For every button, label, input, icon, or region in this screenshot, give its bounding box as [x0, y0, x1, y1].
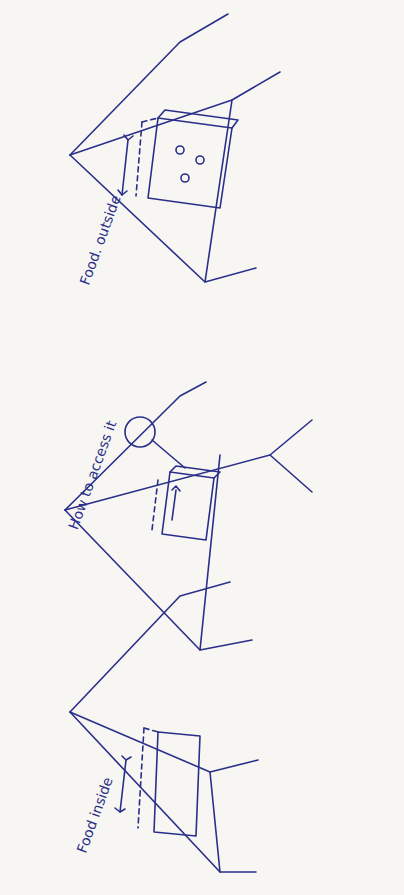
sketch-access	[65, 382, 312, 650]
panel-caption: Food. outside	[76, 193, 123, 287]
panel-caption: Food inside	[74, 775, 116, 855]
panel-caption: How to access it	[65, 418, 119, 531]
sketch-food-inside	[70, 582, 258, 872]
